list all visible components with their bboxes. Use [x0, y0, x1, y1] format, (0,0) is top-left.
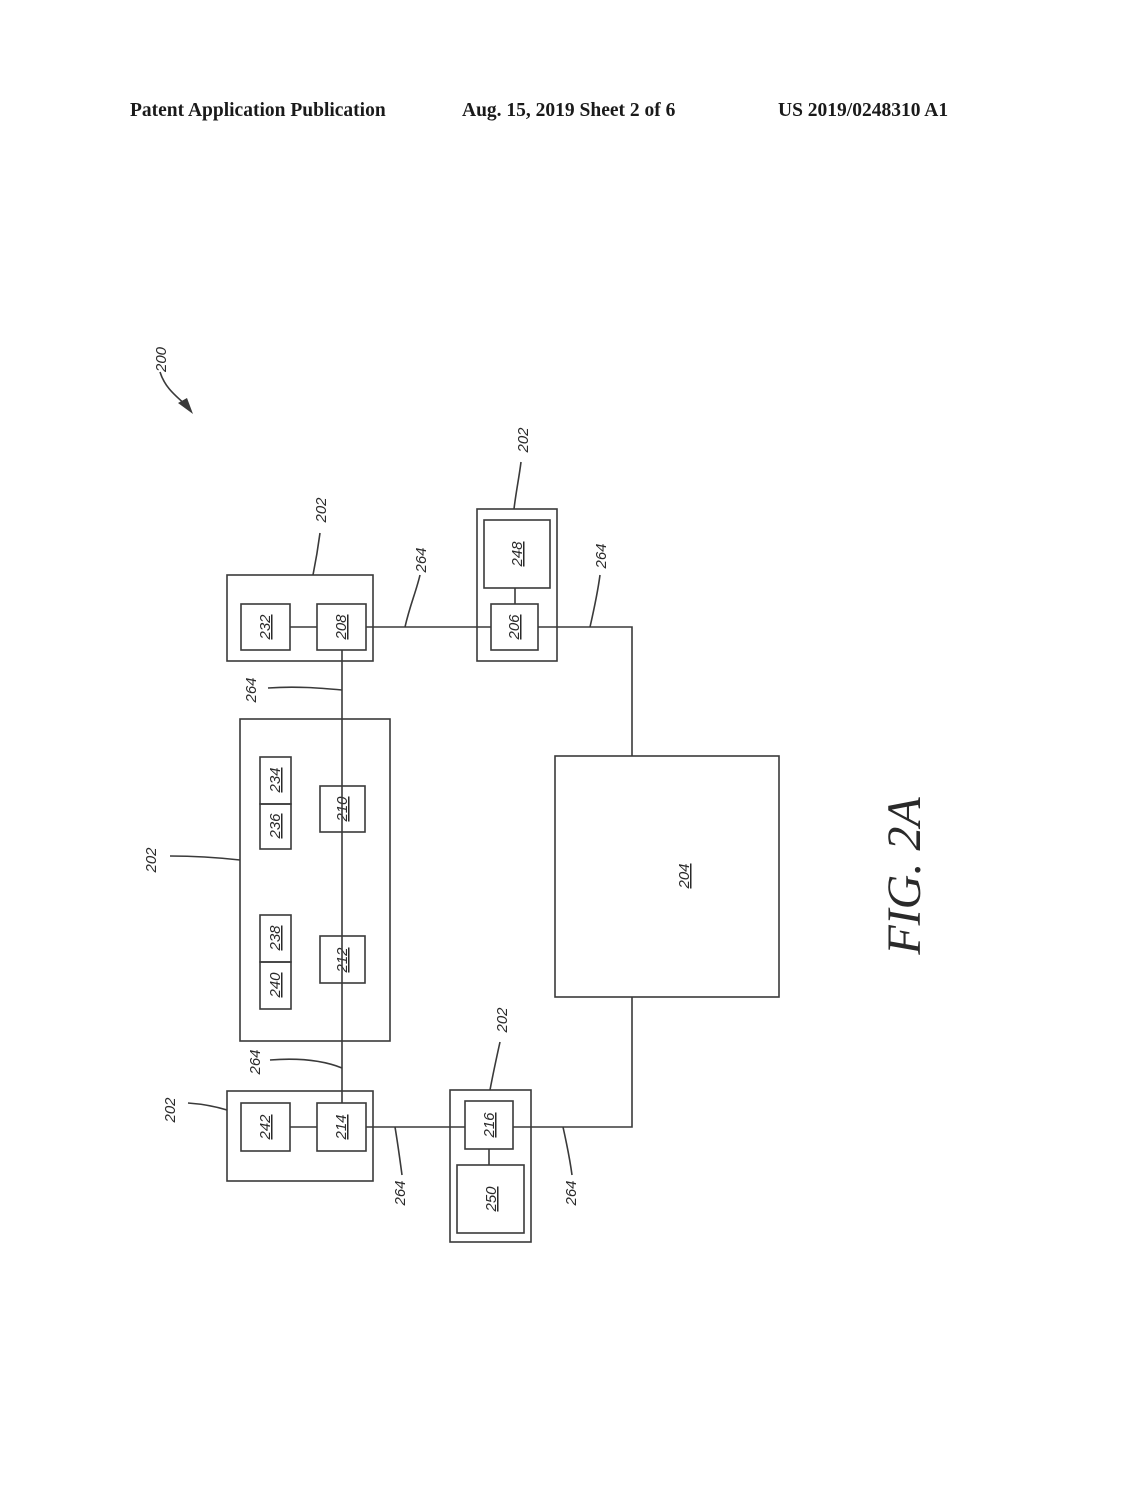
- label-202-middle: 202: [143, 847, 160, 874]
- box-250: [456, 1164, 525, 1234]
- leader-202-bottom-middle: [489, 1041, 501, 1091]
- leader-202-top-right: [513, 461, 522, 510]
- leader-264-f: [562, 1126, 573, 1176]
- header-publication: Patent Application Publication: [130, 100, 386, 121]
- node-202-top-right: [476, 508, 558, 662]
- label-206: 206: [506, 614, 523, 641]
- label-264-f: 264: [563, 1180, 580, 1206]
- label-202-top-left: 202: [313, 497, 330, 524]
- box-248: [483, 519, 551, 589]
- label-214: 214: [333, 1114, 350, 1140]
- label-242: 242: [257, 1114, 274, 1141]
- node-202-bottom-left: [226, 1090, 374, 1182]
- label-264-d: 264: [247, 1049, 264, 1075]
- leader-202-bottom-left: [187, 1102, 228, 1111]
- leader-202-top-left: [312, 532, 321, 576]
- leader-264-a: [404, 574, 421, 628]
- box-234: [259, 803, 292, 850]
- label-234: 234: [267, 767, 284, 793]
- label-216: 216: [481, 1112, 498, 1139]
- node-202-middle: [239, 718, 391, 1042]
- box-238: [259, 961, 292, 1010]
- link-216-204: [513, 997, 633, 1128]
- label-264-a: 264: [413, 547, 430, 573]
- leader-264-e: [394, 1126, 403, 1176]
- label-264-c: 264: [243, 677, 260, 703]
- system-200-arrowhead: [178, 398, 193, 414]
- node-202-top-left: [226, 574, 374, 662]
- label-202-bottom-middle: 202: [494, 1007, 511, 1034]
- leader-202-middle: [169, 855, 241, 861]
- label-232: 232: [257, 614, 274, 641]
- leader-264-b: [589, 574, 601, 628]
- label-240: 240: [267, 972, 284, 999]
- label-248: 248: [509, 541, 526, 568]
- header-date-sheet: Aug. 15, 2019 Sheet 2 of 6: [462, 100, 676, 121]
- system-200-label: 200: [153, 346, 170, 373]
- box-204: [554, 755, 780, 998]
- label-204: 204: [676, 863, 693, 889]
- label-202-bottom-left: 202: [162, 1097, 179, 1124]
- leader-264-d: [269, 1058, 343, 1069]
- figure-caption: FIG. 2A: [878, 797, 931, 956]
- label-264-b: 264: [593, 543, 610, 569]
- label-208: 208: [333, 614, 350, 641]
- label-238: 238: [267, 925, 284, 952]
- link-206-204: [538, 626, 633, 756]
- system-200-arrow: [159, 371, 187, 406]
- label-236: 236: [267, 813, 284, 840]
- label-250: 250: [483, 1186, 500, 1213]
- label-202-top-right: 202: [515, 427, 532, 454]
- leader-264-c: [267, 686, 343, 691]
- header-patent-number: US 2019/0248310 A1: [778, 100, 949, 121]
- label-264-e: 264: [392, 1180, 409, 1206]
